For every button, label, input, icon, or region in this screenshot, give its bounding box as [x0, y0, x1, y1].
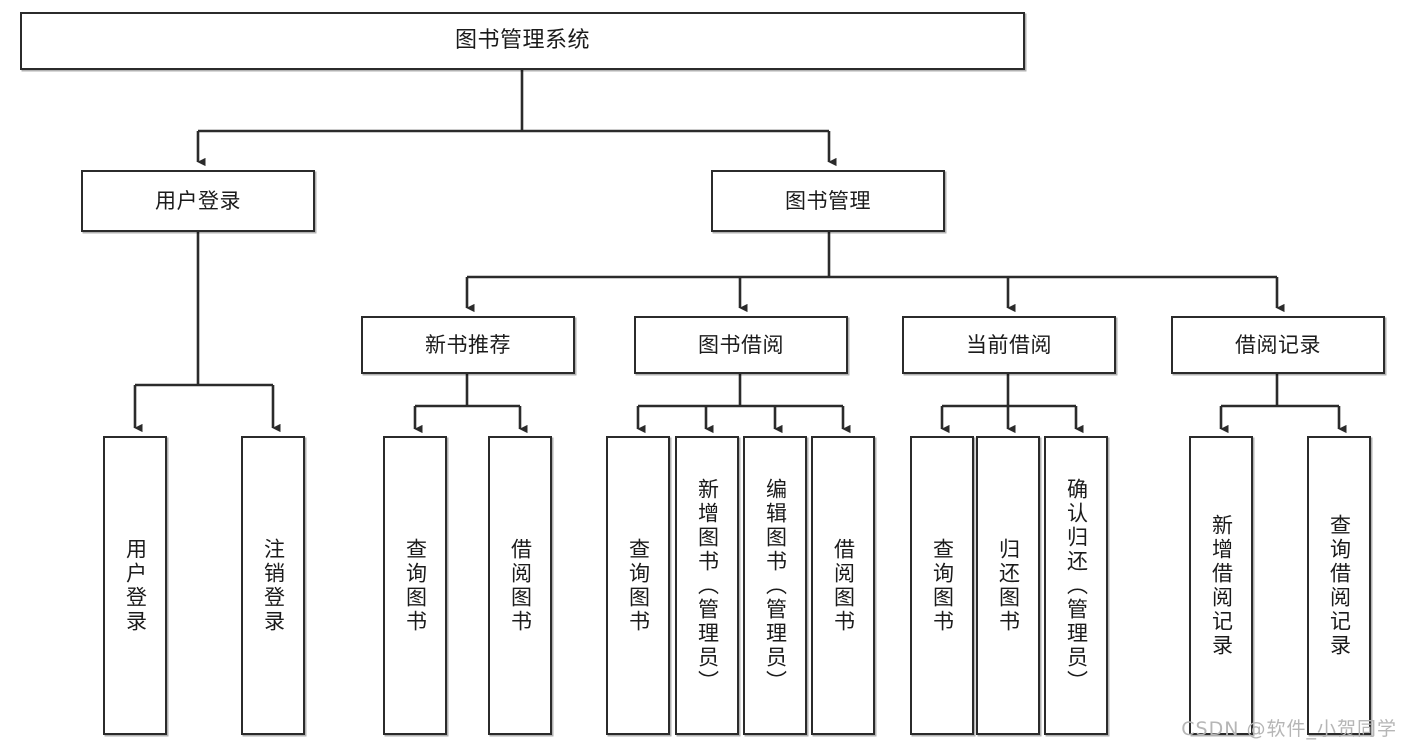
- leaf-current-return-book[interactable]: 归还图书: [976, 436, 1040, 735]
- leaf-recommend-borrow-book[interactable]: 借阅图书: [488, 436, 552, 735]
- node-user-login[interactable]: 用户登录: [81, 170, 315, 232]
- node-label: 新增图书（管理员）: [695, 477, 720, 694]
- node-label: 查询图书: [930, 537, 955, 634]
- leaf-current-query-book[interactable]: 查询图书: [910, 436, 974, 735]
- leaf-user-logout[interactable]: 注销登录: [241, 436, 305, 735]
- node-label: 借阅记录: [1235, 332, 1321, 357]
- node-label: 编辑图书（管理员）: [763, 477, 788, 694]
- node-label: 确认归还（管理员）: [1064, 477, 1089, 694]
- leaf-borrow-add-book-admin[interactable]: 新增图书（管理员）: [675, 436, 739, 735]
- node-label: 借阅图书: [508, 537, 533, 634]
- leaf-records-query-record[interactable]: 查询借阅记录: [1307, 436, 1371, 735]
- node-label: 新增借阅记录: [1209, 513, 1234, 658]
- leaf-borrow-edit-book-admin[interactable]: 编辑图书（管理员）: [743, 436, 807, 735]
- node-label: 查询借阅记录: [1327, 513, 1352, 658]
- node-book-management[interactable]: 图书管理: [711, 170, 945, 232]
- leaf-user-login[interactable]: 用户登录: [103, 436, 167, 735]
- node-current-borrow[interactable]: 当前借阅: [902, 316, 1116, 374]
- node-book-borrow[interactable]: 图书借阅: [634, 316, 848, 374]
- leaf-current-confirm-return-admin[interactable]: 确认归还（管理员）: [1044, 436, 1108, 735]
- leaf-records-add-record[interactable]: 新增借阅记录: [1189, 436, 1253, 735]
- node-label: 图书借阅: [698, 332, 784, 357]
- leaf-borrow-query-book[interactable]: 查询图书: [606, 436, 670, 735]
- node-label: 用户登录: [155, 188, 241, 213]
- node-label: 查询图书: [403, 537, 428, 634]
- node-root-book-management-system[interactable]: 图书管理系统: [20, 12, 1025, 70]
- node-borrow-records[interactable]: 借阅记录: [1171, 316, 1385, 374]
- leaf-recommend-query-book[interactable]: 查询图书: [383, 436, 447, 735]
- node-label: 借阅图书: [831, 537, 856, 634]
- node-label: 当前借阅: [966, 332, 1052, 357]
- leaf-borrow-borrow-book[interactable]: 借阅图书: [811, 436, 875, 735]
- node-label: 图书管理系统: [454, 28, 590, 54]
- node-label: 新书推荐: [425, 332, 511, 357]
- node-label: 用户登录: [123, 537, 148, 634]
- csdn-watermark: CSDN @软件_小贺同学: [1181, 718, 1397, 740]
- node-new-book-recommend[interactable]: 新书推荐: [361, 316, 575, 374]
- node-label: 查询图书: [626, 537, 651, 634]
- node-label: 注销登录: [261, 537, 286, 634]
- node-label: 图书管理: [785, 188, 871, 213]
- node-label: 归还图书: [996, 537, 1021, 634]
